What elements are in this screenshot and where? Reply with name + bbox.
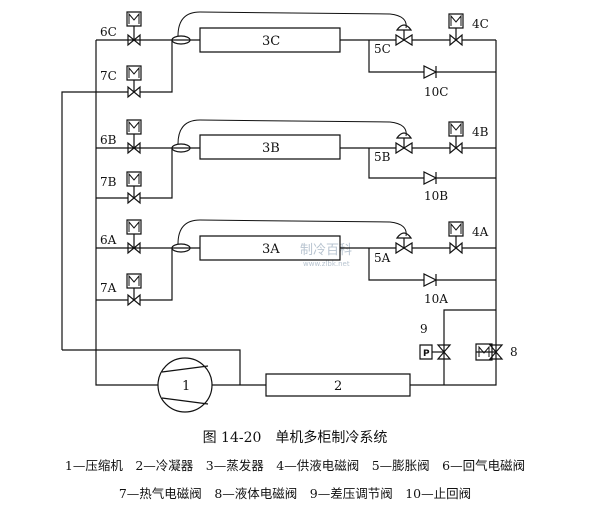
figure-title: 图 14-20 单机多柜制冷系统 bbox=[202, 430, 388, 446]
label-6b: 6B bbox=[100, 133, 117, 147]
label-7a: 7A bbox=[100, 281, 117, 295]
liquid-solenoid-valve-8: 8 bbox=[476, 344, 518, 360]
label-3b: 3B bbox=[262, 141, 280, 156]
refrigeration-diagram: 制冷百科 www.zlbk.net 1 2 P 9 bbox=[0, 0, 518, 425]
compressor-label: 1 bbox=[182, 379, 190, 394]
label-5b: 5B bbox=[374, 150, 391, 164]
label-6a: 6A bbox=[100, 233, 117, 247]
label-10c: 10C bbox=[424, 85, 448, 99]
unit-a: 6A 7A 3A 5A 4A 10A bbox=[96, 220, 496, 306]
watermark-text: 制冷百科 bbox=[300, 243, 352, 258]
watermark: 制冷百科 www.zlbk.net bbox=[300, 243, 352, 268]
label-10b: 10B bbox=[424, 189, 448, 203]
crossovers bbox=[62, 86, 68, 92]
label-6c: 6C bbox=[100, 25, 117, 39]
label-7b: 7B bbox=[100, 175, 117, 189]
watermark-subtext: www.zlbk.net bbox=[303, 260, 350, 268]
label-4a: 4A bbox=[472, 225, 489, 239]
condenser-label: 2 bbox=[334, 379, 342, 394]
legend-line-1: 1—压缩机 2—冷凝器 3—蒸发器 4—供液电磁阀 5—膨胀阀 6—回气电磁阀 bbox=[64, 458, 526, 473]
diff-pressure-valve-9: P 9 bbox=[420, 322, 450, 359]
label-7c: 7C bbox=[100, 69, 117, 83]
label-3c: 3C bbox=[262, 34, 280, 49]
unit-b: 6B 7B 3B 5B 4B 10B bbox=[96, 120, 496, 203]
compressor-1: 1 bbox=[158, 358, 212, 412]
label-3a: 3A bbox=[262, 242, 280, 257]
label-4c: 4C bbox=[472, 17, 489, 31]
label-4b: 4B bbox=[472, 125, 489, 139]
label-9: 9 bbox=[420, 322, 428, 336]
label-8: 8 bbox=[510, 345, 518, 359]
legend-line-2: 7—热气电磁阀 8—液体电磁阀 9—差压调节阀 10—止回阀 bbox=[118, 486, 472, 501]
p-symbol: P bbox=[423, 349, 430, 359]
label-10a: 10A bbox=[424, 292, 448, 306]
condenser-2: 2 bbox=[266, 374, 410, 396]
label-5a: 5A bbox=[374, 251, 391, 265]
label-5c: 5C bbox=[374, 42, 391, 56]
unit-c: 6C 7C 3C 5C 4C 10C bbox=[93, 12, 496, 99]
